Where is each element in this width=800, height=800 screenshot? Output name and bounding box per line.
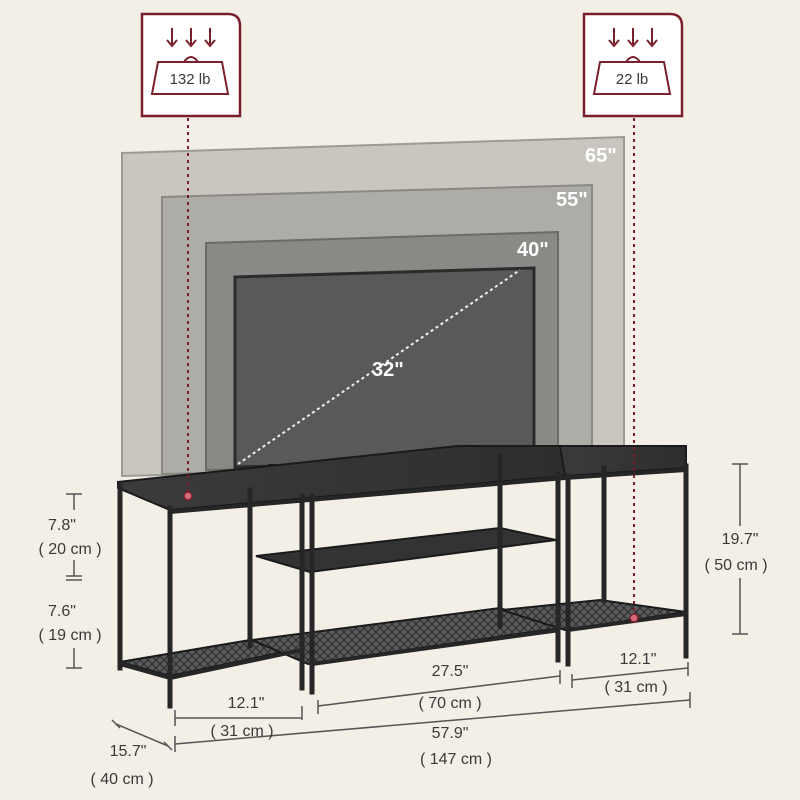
depth-cm: ( 40 cm ): [90, 771, 153, 788]
height-cm: ( 50 cm ): [704, 557, 767, 574]
stand-frame-rails: [119, 468, 687, 680]
weight-icon: [150, 56, 230, 95]
upper-gap-cm: ( 20 cm ): [38, 541, 101, 558]
tv-size-panels: 65" 55" 40" 32": [121, 135, 625, 478]
tv-label-32: 32": [372, 359, 404, 381]
middle-width-in: 27.5": [432, 663, 469, 680]
weight-capacity-top: 132 lb: [140, 12, 242, 118]
left-width-cm: ( 31 cm ): [210, 723, 273, 740]
tv-stand: [117, 445, 689, 709]
depth-in: 15.7": [110, 743, 147, 760]
right-width-cm: ( 31 cm ): [604, 679, 667, 696]
weight-point-top: [183, 491, 193, 501]
height-in: 19.7": [722, 531, 759, 548]
down-arrows-icon: [608, 28, 658, 48]
weight-capacity-side: 22 lb: [582, 12, 684, 118]
middle-width-cm: ( 70 cm ): [418, 695, 481, 712]
dimension-labels: 7.8" ( 20 cm ) 7.6" ( 19 cm ) 19.7" ( 50…: [38, 517, 767, 788]
down-arrows-icon: [166, 28, 216, 48]
weight-side-label: 22 lb: [616, 71, 649, 88]
lower-gap-in: 7.6": [48, 603, 76, 620]
dimension-lines: [66, 463, 748, 752]
weight-top-label: 132 lb: [170, 71, 211, 88]
weight-point-side: [629, 613, 639, 623]
lower-gap-cm: ( 19 cm ): [38, 627, 101, 644]
tv-label-40: 40": [517, 239, 549, 261]
stand-legs: [117, 453, 689, 709]
left-width-in: 12.1": [228, 695, 265, 712]
tv-label-65: 65": [585, 145, 617, 167]
right-width-in: 12.1": [620, 651, 657, 668]
tv-label-55: 55": [556, 189, 588, 211]
total-width-cm: ( 147 cm ): [420, 751, 492, 768]
weight-icon: [592, 56, 672, 95]
upper-gap-in: 7.8": [48, 517, 76, 534]
total-width-in: 57.9": [432, 725, 469, 742]
